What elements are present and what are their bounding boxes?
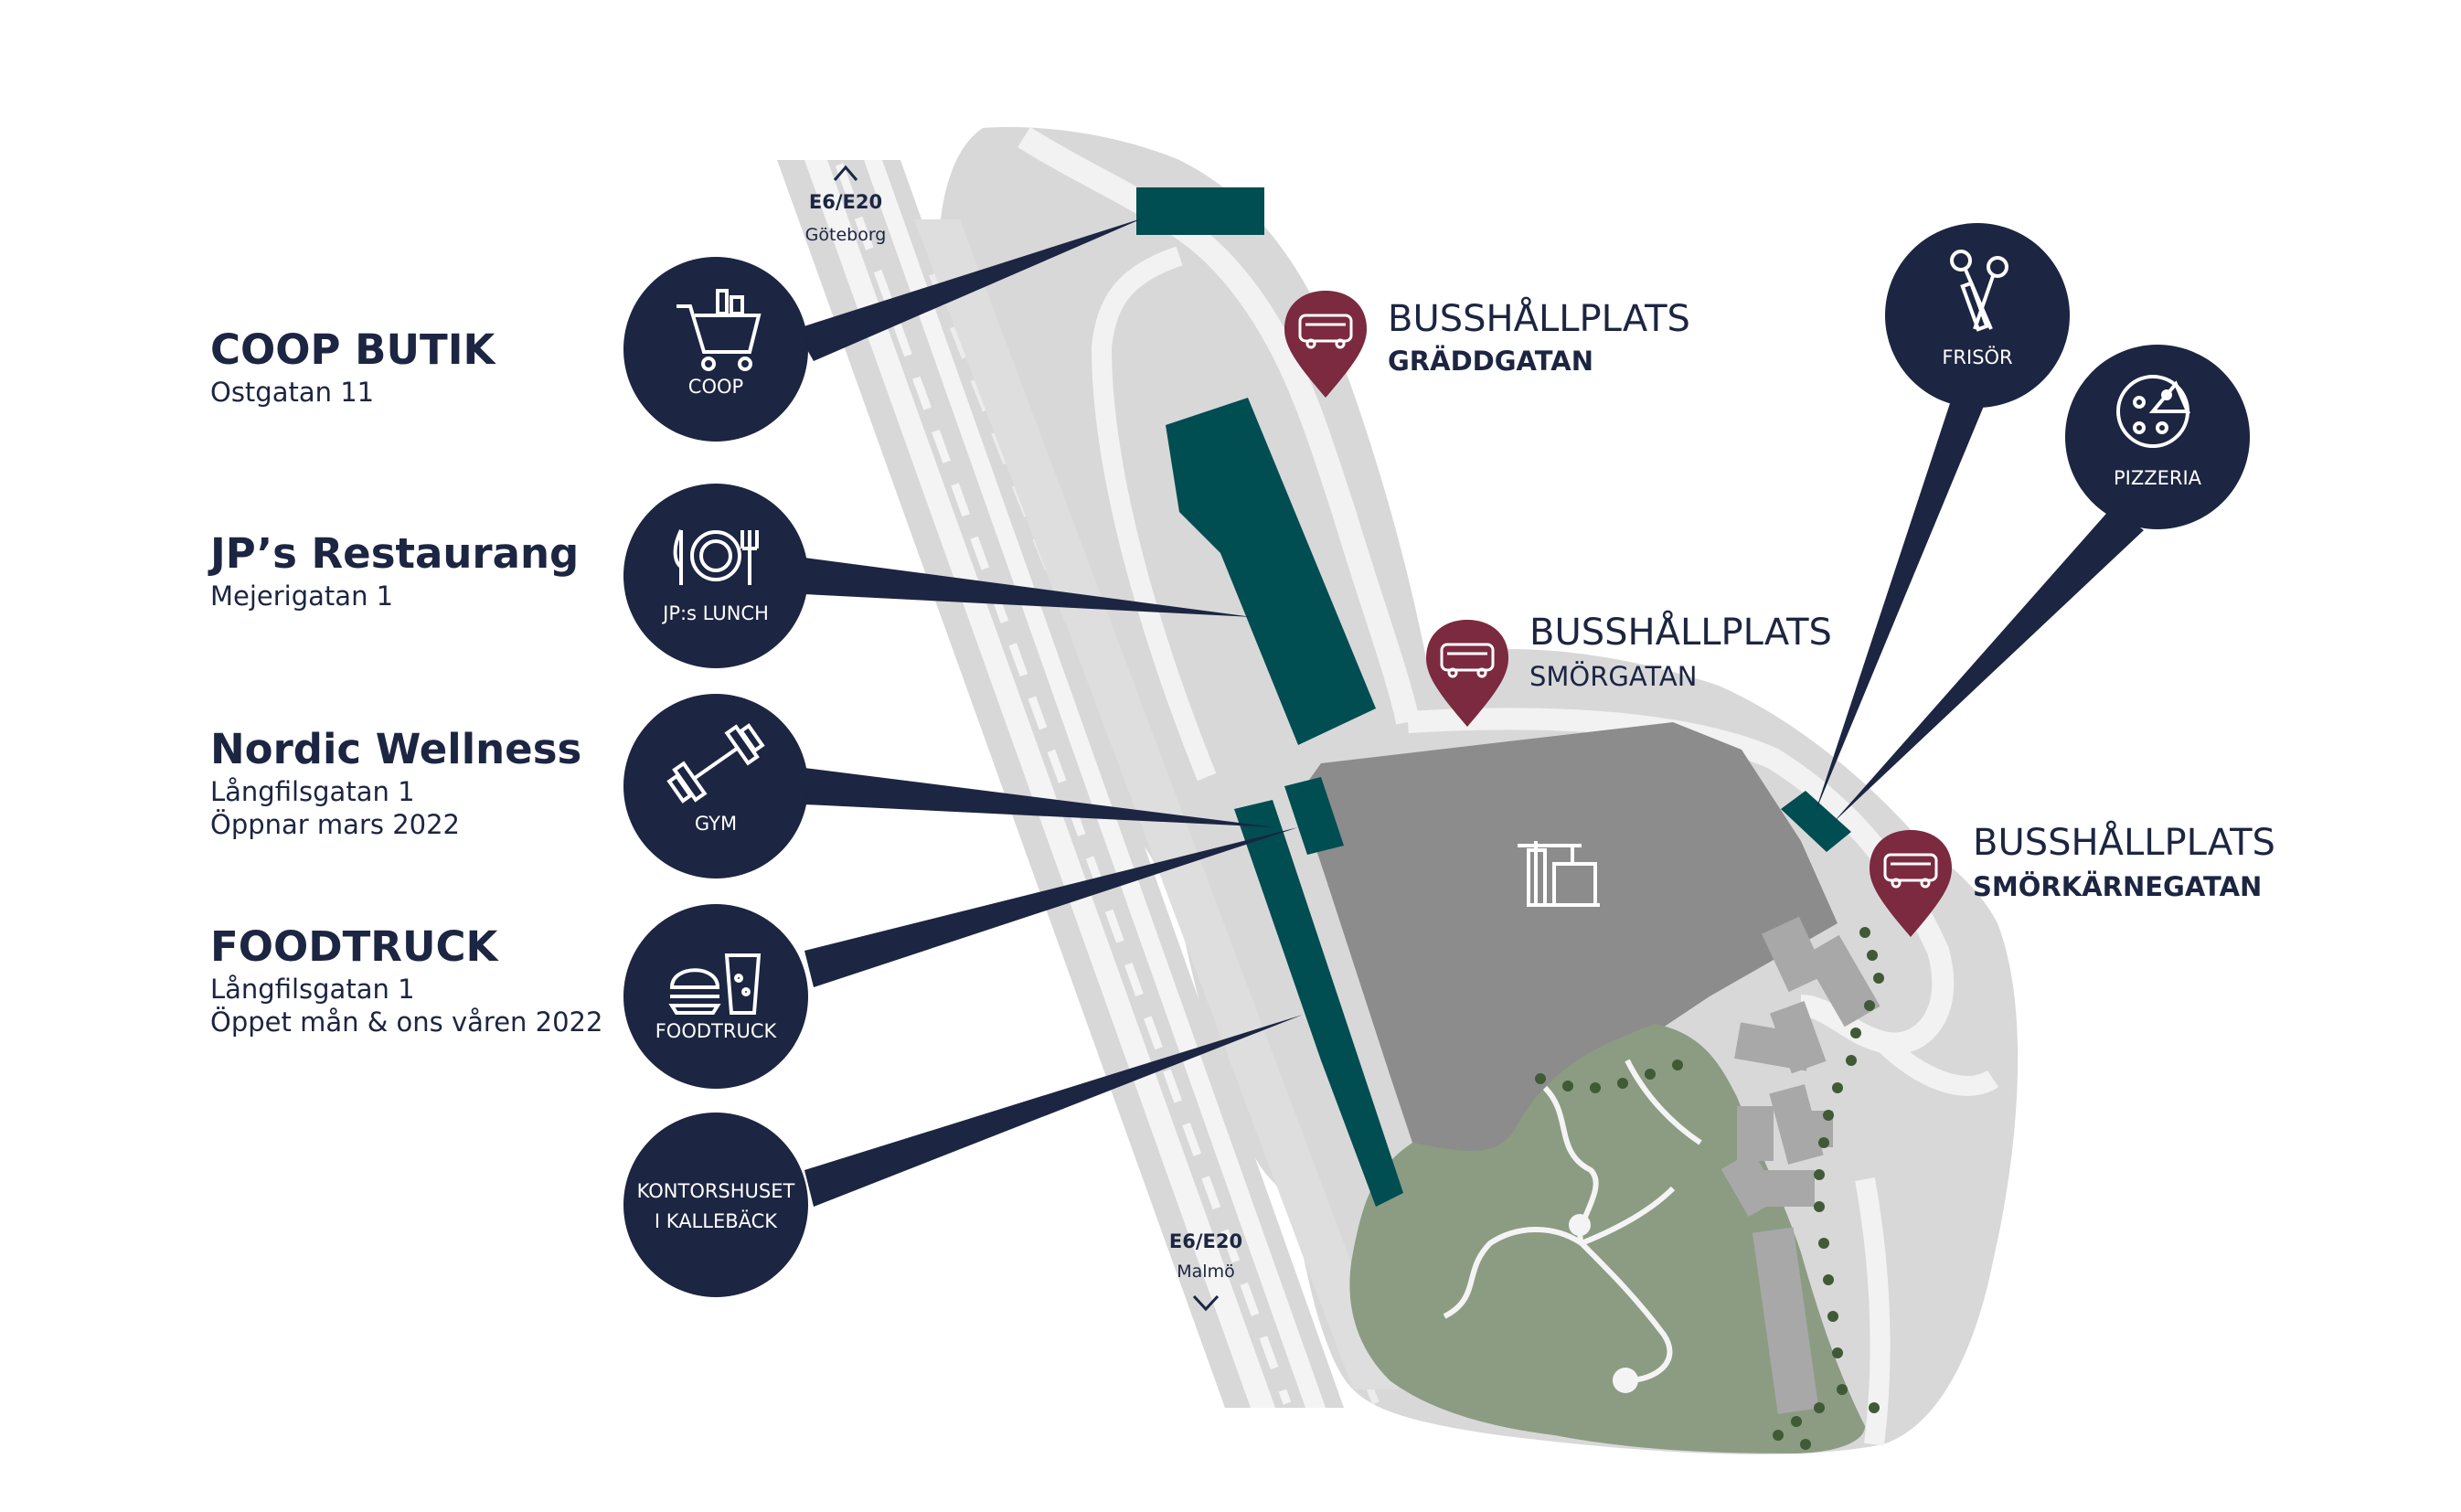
residential-block	[1762, 916, 1827, 993]
badge-label: FOODTRUCK	[655, 1020, 778, 1042]
bus-stop-title: BUSSHÅLLPLATS	[1388, 296, 1690, 340]
badge-frisor[interactable]: FRISÖR	[1885, 223, 2070, 408]
highway-e6	[777, 160, 1399, 1408]
highway-south-label: E6/E20 Malmö	[1169, 1230, 1242, 1312]
bus-stop-street: SMÖRGATAN	[1529, 661, 1697, 692]
pointer-foodtruck	[804, 827, 1298, 987]
legend-foodtruck: FOODTRUCK Långfilsgatan 1 Öppet mån & on…	[210, 926, 602, 1039]
place-address: Långfilsgatan 1	[210, 776, 415, 807]
pizza-icon	[2116, 375, 2191, 448]
tree-row	[1535, 927, 1884, 1450]
pointer-frisor	[1815, 384, 1993, 814]
highway-city-south: Malmö	[1177, 1262, 1234, 1282]
coop-building	[1136, 187, 1264, 235]
badge-label: GYM	[695, 813, 737, 835]
residential-block	[1752, 1227, 1819, 1414]
badge-label: JP:s LUNCH	[661, 602, 769, 624]
chevron-down-icon	[1192, 1294, 1220, 1312]
badge-foodtruck[interactable]: FOODTRUCK	[623, 904, 808, 1089]
residential-blocks	[1721, 916, 1880, 1414]
pointer-pizzeria	[1833, 507, 2144, 823]
park-area	[1349, 1024, 1865, 1453]
dumbbell-icon	[666, 723, 765, 804]
plate-cutlery-icon	[673, 529, 759, 585]
badge-jps-lunch[interactable]: JP:s LUNCH	[623, 484, 808, 668]
pointer-jps	[804, 558, 1252, 617]
place-note: Öppet mån & ons våren 2022	[210, 1006, 603, 1038]
badge-label: COOP	[688, 376, 743, 398]
badge-label-line-1: KONTORSHUSET	[637, 1180, 795, 1202]
chevron-up-icon	[833, 165, 858, 181]
legend-jps: JP’s Restaurang Mejerigatan 1	[210, 533, 579, 612]
frisor-pizzeria-building	[1781, 791, 1851, 852]
teal-buildings	[1136, 187, 1851, 1207]
perimeter-road	[1017, 126, 1420, 725]
bus-icon	[1298, 314, 1353, 349]
residential-block	[1734, 1022, 1813, 1071]
badge-pizzeria[interactable]: PIZZERIA	[2065, 345, 2250, 529]
pointer-wedges	[795, 218, 2144, 1207]
east-road	[1855, 1035, 1999, 1446]
bus-stop-title: BUSSHÅLLPLATS	[1973, 820, 2275, 864]
bus-icon	[1440, 643, 1495, 678]
place-name: COOP BUTIK	[210, 325, 495, 374]
bus-stop-street: SMÖRKÄRNEGATAN	[1973, 871, 2262, 902]
badge-label: FRISÖR	[1942, 346, 2012, 368]
bus-stop-title: BUSSHÅLLPLATS	[1529, 610, 1832, 654]
legend-nordic-wellness: Nordic Wellness Långfilsgatan 1 Öppnar m…	[210, 729, 581, 842]
highway-road-south: E6/E20	[1169, 1230, 1242, 1252]
bus-pin-smorgatan[interactable]	[1426, 620, 1508, 727]
construction-area	[1298, 722, 1838, 1179]
pointer-kontorshuset	[804, 1015, 1303, 1207]
residential-block	[1803, 934, 1880, 1028]
bus-pin-smorkarnegatan[interactable]	[1870, 830, 1952, 937]
park-paths	[1443, 1059, 1702, 1383]
pointer-coop	[795, 218, 1145, 361]
residential-block	[1760, 1170, 1815, 1207]
highway-road-north: E6/E20	[809, 191, 882, 213]
inner-road	[1091, 246, 1217, 782]
pointer-gym	[804, 768, 1275, 827]
gym-building	[1284, 777, 1344, 855]
badge-label: PIZZERIA	[2114, 467, 2202, 489]
highway-lane-1	[804, 160, 1275, 1408]
legend-coop: COOP BUTIK Ostgatan 11	[210, 329, 495, 409]
highway-dash-1	[835, 163, 1292, 1405]
park-fountain-1	[1569, 1214, 1591, 1236]
place-address: Ostgatan 11	[210, 377, 375, 408]
badge-coop[interactable]: COOP	[623, 257, 808, 442]
bus-stop-street: GRÄDDGATAN	[1388, 346, 1593, 377]
scissors-comb-icon	[1950, 250, 2008, 332]
badge-kontorshuset[interactable]: KONTORSHUSET I KALLEBÄCK	[623, 1113, 808, 1297]
crane-building-icon	[1518, 841, 1600, 907]
badge-gym[interactable]: GYM	[623, 694, 808, 878]
bus-pin-graddgatan[interactable]	[1284, 291, 1367, 398]
place-name: FOODTRUCK	[210, 922, 498, 971]
jps-building	[1166, 398, 1376, 745]
highway-lane-2	[864, 160, 1326, 1408]
place-address: Mejerigatan 1	[210, 580, 394, 612]
park-fountain-2	[1613, 1368, 1638, 1393]
burger-drink-icon	[668, 953, 762, 1015]
place-name: JP’s Restaurang	[210, 529, 580, 578]
place-name: Nordic Wellness	[210, 725, 582, 773]
highway-shoulder	[914, 219, 1399, 1390]
place-note: Öppnar mars 2022	[210, 809, 461, 841]
shopping-cart-icon	[677, 289, 762, 371]
highway-north-label: E6/E20 Göteborg	[805, 165, 887, 245]
place-address: Långfilsgatan 1	[210, 974, 415, 1005]
residential-block	[1737, 1106, 1774, 1161]
badge-label-line-2: I KALLEBÄCK	[655, 1209, 778, 1232]
bus-icon	[1883, 853, 1938, 889]
kontorshuset-building	[1234, 800, 1403, 1207]
highway-city-north: Göteborg	[805, 225, 887, 245]
